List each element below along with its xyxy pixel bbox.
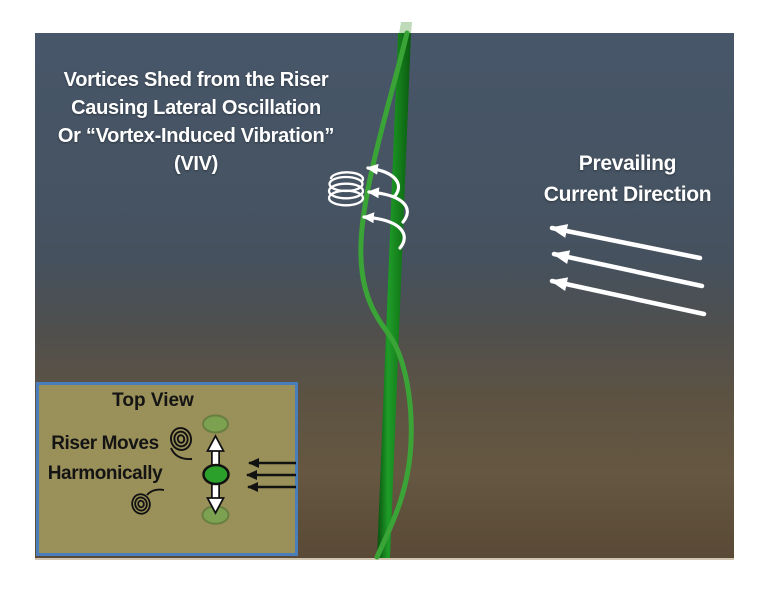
top-view-inset-panel <box>36 382 298 556</box>
current-caption-line-2: Current Direction <box>543 183 712 206</box>
viv-caption-line-4: (VIV) <box>173 153 219 175</box>
current-caption-line-1: Prevailing <box>578 152 677 175</box>
inset-caption: Riser Moves Harmonically <box>28 429 182 489</box>
current-direction-caption: Prevailing Current Direction <box>515 148 740 210</box>
viv-caption-line-2: Causing Lateral Oscillation <box>71 97 321 119</box>
inset-caption-line-1: Riser Moves <box>51 433 159 454</box>
viv-caption-line-1: Vortices Shed from the Riser <box>63 69 329 91</box>
viv-caption: Vortices Shed from the Riser Causing Lat… <box>40 66 352 178</box>
inset-caption-line-2: Harmonically <box>47 463 163 484</box>
inset-title: Top View <box>112 390 194 411</box>
viv-caption-line-3: Or “Vortex-Induced Vibration” <box>57 125 335 147</box>
